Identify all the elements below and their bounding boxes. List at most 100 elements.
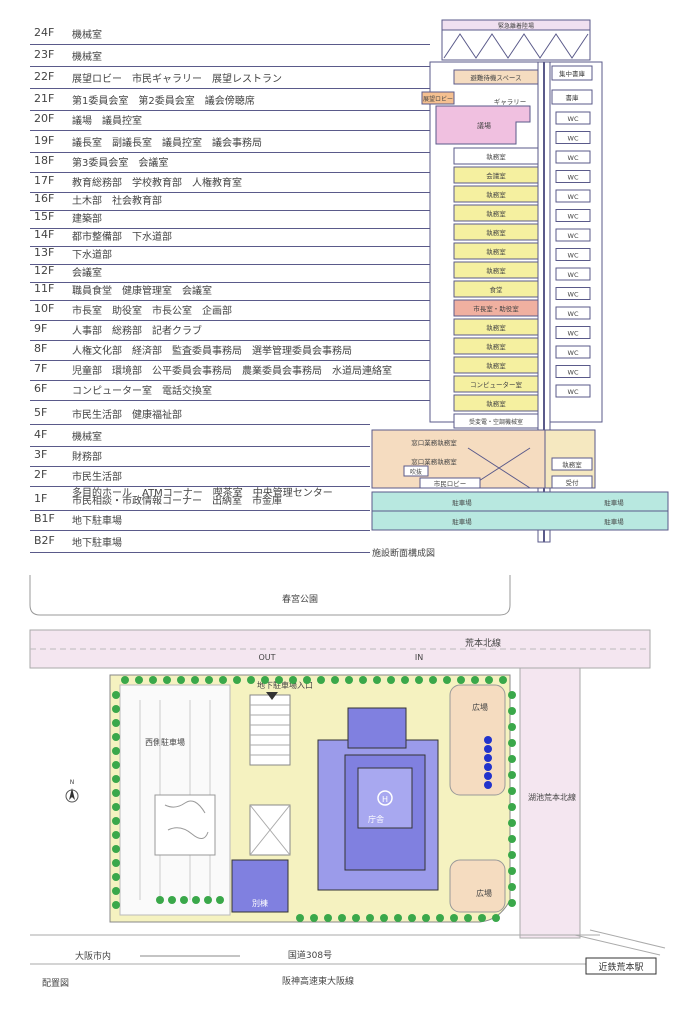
tree <box>338 914 346 922</box>
reception-label: 受付 <box>566 478 580 487</box>
mech-4f <box>453 413 539 429</box>
office-block <box>453 375 539 393</box>
tree <box>261 676 269 684</box>
tree <box>112 733 120 741</box>
office-label: コンピューター室 <box>470 380 523 389</box>
floor-number: 3F <box>34 448 48 461</box>
floor-description: 市民相談・市政情報コーナー 出納室 市金庫 <box>72 496 282 507</box>
wc-label: WC <box>568 369 579 377</box>
wc-label: WC <box>568 154 579 162</box>
tree <box>204 896 212 904</box>
tree <box>394 914 402 922</box>
mech-24f <box>441 29 591 61</box>
north-mark: N <box>70 779 75 786</box>
tree <box>296 914 304 922</box>
floor-description: 市民生活部 健康福祉部 <box>72 410 182 421</box>
wc-block <box>555 189 591 203</box>
office-label: 執務室 <box>486 266 506 275</box>
wc-block <box>555 306 591 320</box>
tree <box>112 901 120 909</box>
tree <box>310 914 318 922</box>
floor-description: 議場 議員控室 <box>72 116 142 127</box>
tree <box>303 676 311 684</box>
main-building-roof <box>357 767 413 829</box>
floor-description: 機械室 <box>72 30 102 41</box>
office-block <box>453 261 539 279</box>
wc-block <box>555 228 591 242</box>
trees <box>112 676 516 922</box>
floor-number: 23F <box>34 48 55 61</box>
floor-number: 9F <box>34 322 48 335</box>
plaza-south-label: 広場 <box>476 888 492 898</box>
out-label: OUT <box>258 653 275 662</box>
tree <box>408 914 416 922</box>
floor-number: 10F <box>34 302 55 315</box>
floor-number: 5F <box>34 406 48 419</box>
wc-label: WC <box>568 310 579 318</box>
floor-description: 下水道部 <box>72 250 112 261</box>
floor-number: 24F <box>34 26 55 39</box>
tree <box>436 914 444 922</box>
tree <box>331 676 339 684</box>
expressway-label: 阪神高速東大阪線 <box>282 975 354 987</box>
wc-label: WC <box>568 271 579 279</box>
north-road-label: 荒本北線 <box>465 637 501 649</box>
floor-leader-line <box>30 192 430 193</box>
east-road <box>519 667 581 939</box>
tree <box>112 705 120 713</box>
floor-number: 11F <box>34 282 55 295</box>
tree <box>366 914 374 922</box>
tree <box>216 896 224 904</box>
tree <box>289 676 297 684</box>
floor-leader-line <box>30 552 370 553</box>
tree <box>485 676 493 684</box>
floor-leader-line <box>30 360 430 361</box>
heliport-circle <box>377 790 393 806</box>
wc-block <box>555 384 591 398</box>
floor-number: 12F <box>34 264 55 277</box>
floor-number: 20F <box>34 112 55 125</box>
office-block <box>453 204 539 222</box>
wc-block <box>555 170 591 183</box>
floor-leader-line <box>30 424 370 425</box>
office-label: 執務室 <box>486 228 506 237</box>
floor-leader-line <box>30 88 430 89</box>
west-parking-label: 西側駐車場 <box>145 737 185 747</box>
office-label: 執務室 <box>486 361 506 370</box>
tree <box>464 914 472 922</box>
floor-leader-line <box>30 466 370 467</box>
tree <box>112 747 120 755</box>
assembly-label: 議場 <box>477 121 491 130</box>
floor-number: 8F <box>34 342 48 355</box>
station-box <box>585 957 657 975</box>
office-label: 執務室 <box>486 342 506 351</box>
office-label: 食堂 <box>490 285 504 294</box>
wc-block <box>555 150 591 164</box>
site-plan: 春宮公園 荒本北線 OUT IN 湖池荒本北線 西側駐車場 地下駐車場入口 <box>0 560 685 1013</box>
floor-leader-line <box>30 130 430 131</box>
tree <box>508 851 516 859</box>
tree <box>205 676 213 684</box>
window-office-2f-label: 窓口業務執務室 <box>411 457 457 466</box>
tree <box>508 771 516 779</box>
floor-number: 21F <box>34 92 55 105</box>
floor-description: 人事部 総務部 記者クラブ <box>72 326 202 337</box>
floor-description: 機械室 <box>72 52 102 63</box>
office-block <box>453 337 539 355</box>
floor-leader-line <box>30 110 430 111</box>
plaza-north <box>449 684 506 796</box>
floor-leader-line <box>30 380 430 381</box>
floor-description: 第3委員会室 会議室 <box>72 158 169 169</box>
tree <box>359 676 367 684</box>
office-block <box>453 299 539 317</box>
floor-description: コンピューター室 電話交換室 <box>72 386 212 397</box>
office-block <box>453 147 539 165</box>
floor-number: 6F <box>34 382 48 395</box>
osaka-label: 大阪市内 <box>75 950 111 962</box>
reception <box>551 475 593 489</box>
tree <box>499 676 507 684</box>
tree <box>429 676 437 684</box>
wc-label: WC <box>568 349 579 357</box>
floor-number: 14F <box>34 228 55 241</box>
